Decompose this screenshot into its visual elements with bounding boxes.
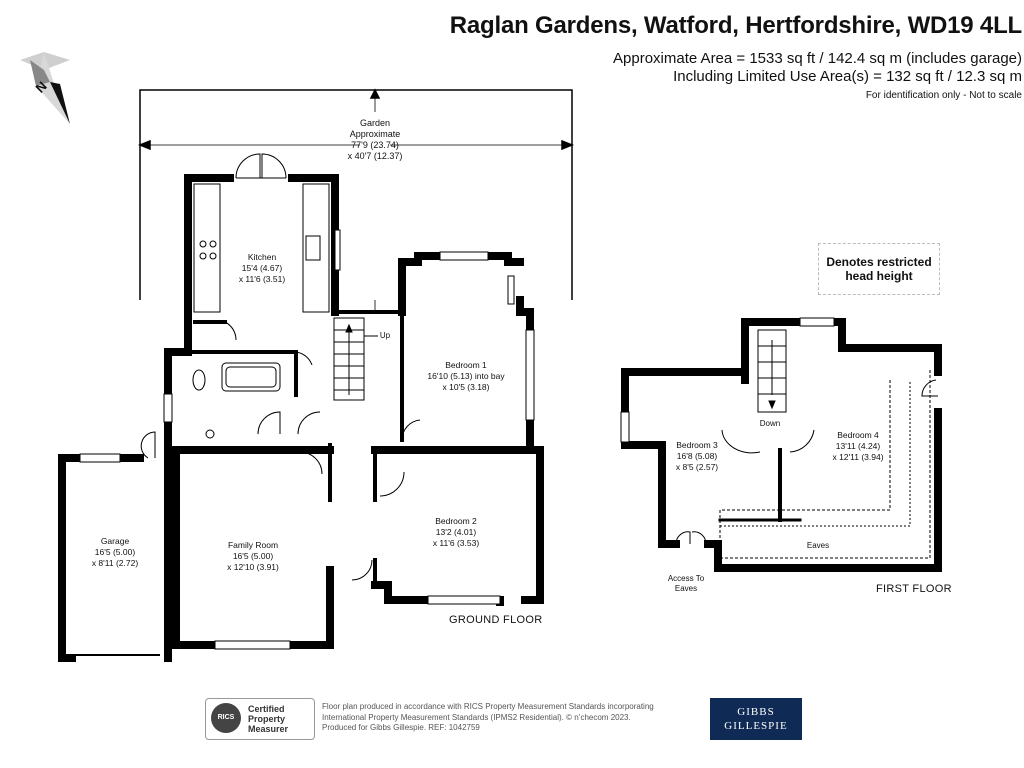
rics-line3: Measurer [248, 724, 289, 734]
access-line2: Eaves [674, 584, 698, 593]
room-garage: Garage 16'5 (5.00) x 8'11 (2.72) [92, 536, 138, 569]
access-line1: Access To [667, 574, 705, 583]
rics-line2: Property [248, 714, 286, 724]
ground-floor-walls [58, 174, 544, 662]
first-floor-label: FIRST FLOOR [876, 583, 952, 595]
garden-dims2: x 40'7 (12.37) [347, 151, 403, 161]
room-name: Kitchen [247, 252, 277, 262]
rics-line1: Certified [248, 704, 285, 714]
room-dims: 16'5 (5.00) [94, 547, 136, 557]
garden-label: Garden Approximate 77'9 (23.74) x 40'7 (… [348, 118, 403, 162]
room-bedroom-4: Bedroom 4 13'11 (4.24) x 12'11 (3.94) [832, 430, 883, 463]
room-dims: x 8'11 (2.72) [91, 558, 139, 568]
room-dims: x 11'6 (3.51) [238, 274, 286, 284]
room-dims: 16'10 (5.13) into bay [427, 371, 505, 381]
footer-line2: International Property Measurement Stand… [322, 712, 631, 722]
first-floor-walls [621, 318, 942, 572]
area-limited-use: Including Limited Use Area(s) = 132 sq f… [673, 68, 1022, 85]
room-name: Bedroom 2 [435, 516, 477, 526]
room-dims: x 11'6 (3.53) [432, 538, 480, 548]
page-title: Raglan Gardens, Watford, Hertfordshire, … [449, 12, 1022, 39]
room-dims: 13'11 (4.24) [835, 441, 881, 451]
rics-seal-icon: RICS [211, 703, 241, 733]
room-name: Family Room [227, 540, 279, 550]
eaves-label: Eaves [806, 541, 830, 550]
stairs-down-label: Down [759, 419, 781, 428]
stairs-up-label: Up [379, 331, 391, 340]
room-dims: x 12'11 (3.94) [832, 452, 884, 462]
room-dims: x 8'5 (2.57) [675, 462, 719, 472]
rics-badge: RICS Certified Property Measurer [205, 698, 315, 740]
agent-logo-line1: GIBBS [737, 706, 775, 718]
footer-line3: Produced for Gibbs Gillespie. REF: 10427… [322, 723, 480, 732]
agent-logo: GIBBS GILLESPIE [710, 698, 802, 740]
ground-floor-label: GROUND FLOOR [449, 614, 543, 626]
area-total: Approximate Area = 1533 sq ft / 142.4 sq… [613, 50, 1022, 67]
room-kitchen: Kitchen 15'4 (4.67) x 11'6 (3.51) [239, 252, 285, 285]
agent-logo-line2: GILLESPIE [724, 720, 788, 732]
garden-outline [137, 88, 575, 310]
access-eaves-label: Access To Eaves [668, 574, 704, 594]
room-dims: x 10'5 (3.18) [442, 382, 490, 392]
first-floor-details [620, 317, 938, 559]
restricted-line2: head height [845, 269, 913, 283]
disclaimer-note: For identification only - Not to scale [865, 90, 1022, 101]
garden-name: Garden [359, 118, 391, 128]
garden-approx: Approximate [349, 129, 401, 139]
restricted-height-key: Denotes restricted head height [818, 243, 940, 295]
restricted-line1: Denotes restricted [826, 255, 932, 269]
room-dims: x 12'10 (3.91) [227, 562, 279, 572]
room-dims: 15'4 (4.67) [241, 263, 283, 273]
room-name: Bedroom 4 [837, 430, 879, 440]
room-bedroom-3: Bedroom 3 16'8 (5.08) x 8'5 (2.57) [676, 440, 718, 473]
room-name: Garage [100, 536, 130, 546]
footer-text: Floor plan produced in accordance with R… [322, 702, 712, 734]
room-dims: 13'2 (4.01) [435, 527, 477, 537]
compass-rose-icon: N [20, 52, 70, 124]
ground-floor-details [72, 153, 535, 656]
room-bedroom-1: Bedroom 1 16'10 (5.13) into bay x 10'5 (… [427, 360, 504, 393]
footer-line1: Floor plan produced in accordance with R… [322, 702, 654, 711]
room-name: Bedroom 3 [676, 440, 718, 450]
room-family-room: Family Room 16'5 (5.00) x 12'10 (3.91) [227, 540, 279, 573]
room-bedroom-2: Bedroom 2 13'2 (4.01) x 11'6 (3.53) [433, 516, 479, 549]
room-name: Bedroom 1 [445, 360, 487, 370]
garden-dims1: 77'9 (23.74) [351, 140, 399, 150]
room-dims: 16'5 (5.00) [232, 551, 274, 561]
rics-text: Certified Property Measurer [248, 704, 288, 734]
room-dims: 16'8 (5.08) [676, 451, 718, 461]
